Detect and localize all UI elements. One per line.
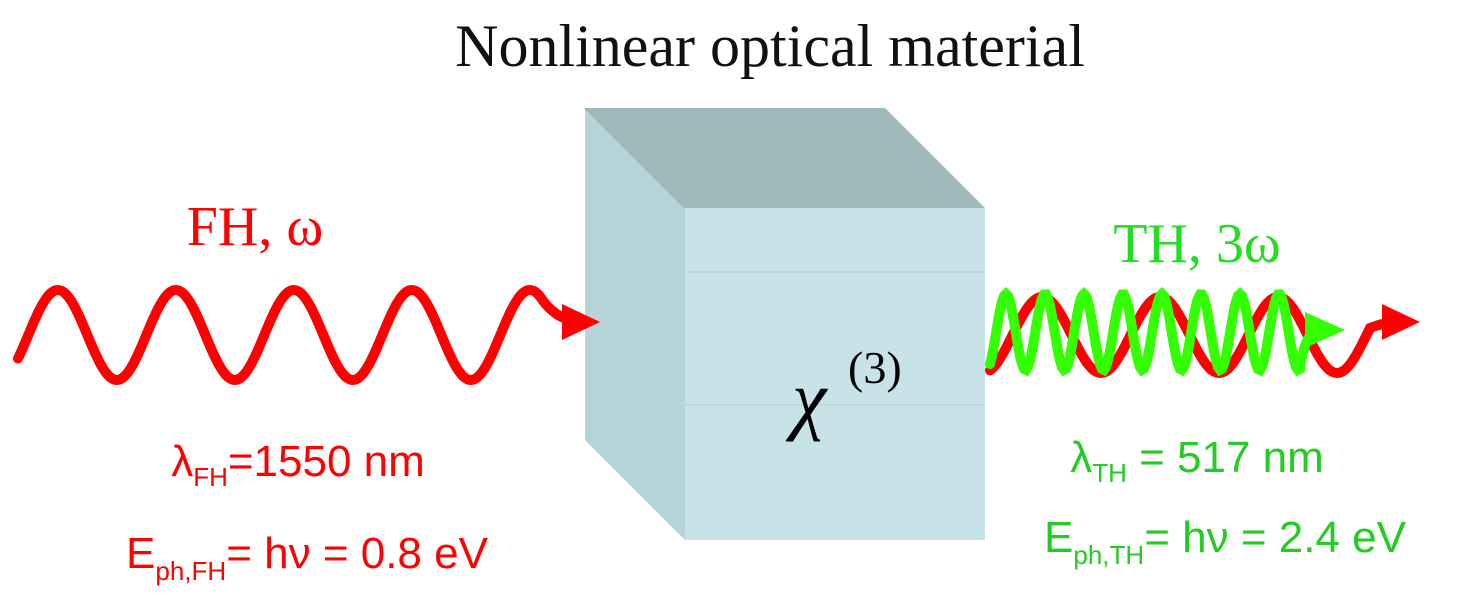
cube-side-face xyxy=(585,108,685,540)
th-energy-subscript: ph,TH xyxy=(1073,540,1144,570)
diagram-title: Nonlinear optical material xyxy=(455,13,1085,79)
fh-wavelength-value: =1550 nm xyxy=(228,437,425,486)
fh-wavelength-subscript: FH xyxy=(193,462,228,492)
th-wavelength: λTH = 517 nm xyxy=(1070,433,1324,488)
fh-energy-symbol: E xyxy=(126,529,155,578)
material-cube xyxy=(584,107,985,540)
fh-incoming-wave xyxy=(13,284,585,386)
th-photon-energy: Eph,TH= hν = 2.4 eV xyxy=(1044,513,1407,570)
th-energy-symbol: E xyxy=(1044,513,1073,562)
th-outgoing-wave xyxy=(985,287,1325,377)
fh-incoming-arrowhead xyxy=(562,304,600,340)
chi-symbol: χ xyxy=(785,355,828,442)
th-wavelength-subscript: TH xyxy=(1092,458,1127,488)
fh-energy-subscript: ph,FH xyxy=(155,556,226,586)
th-wavelength-symbol: λ xyxy=(1070,433,1092,482)
fh-label: FH, ω xyxy=(187,196,323,258)
cube-edge xyxy=(584,107,686,209)
fh-photon-energy: Eph,FH= hν = 0.8 eV xyxy=(126,529,489,586)
th-energy-value: = hν = 2.4 eV xyxy=(1144,513,1406,562)
fh-outgoing-arrowhead xyxy=(1382,304,1420,340)
cube-top-face xyxy=(585,108,985,208)
chi-order: (3) xyxy=(848,342,902,393)
th-wavelength-value: = 517 nm xyxy=(1127,433,1324,482)
fh-wavelength: λFH=1550 nm xyxy=(171,437,425,492)
th-label: TH, 3ω xyxy=(1113,213,1281,275)
fh-energy-value: = hν = 0.8 eV xyxy=(226,529,488,578)
fh-wavelength-symbol: λ xyxy=(171,437,193,486)
th-outgoing-arrowhead xyxy=(1305,312,1345,348)
cube-front-face xyxy=(685,208,985,540)
